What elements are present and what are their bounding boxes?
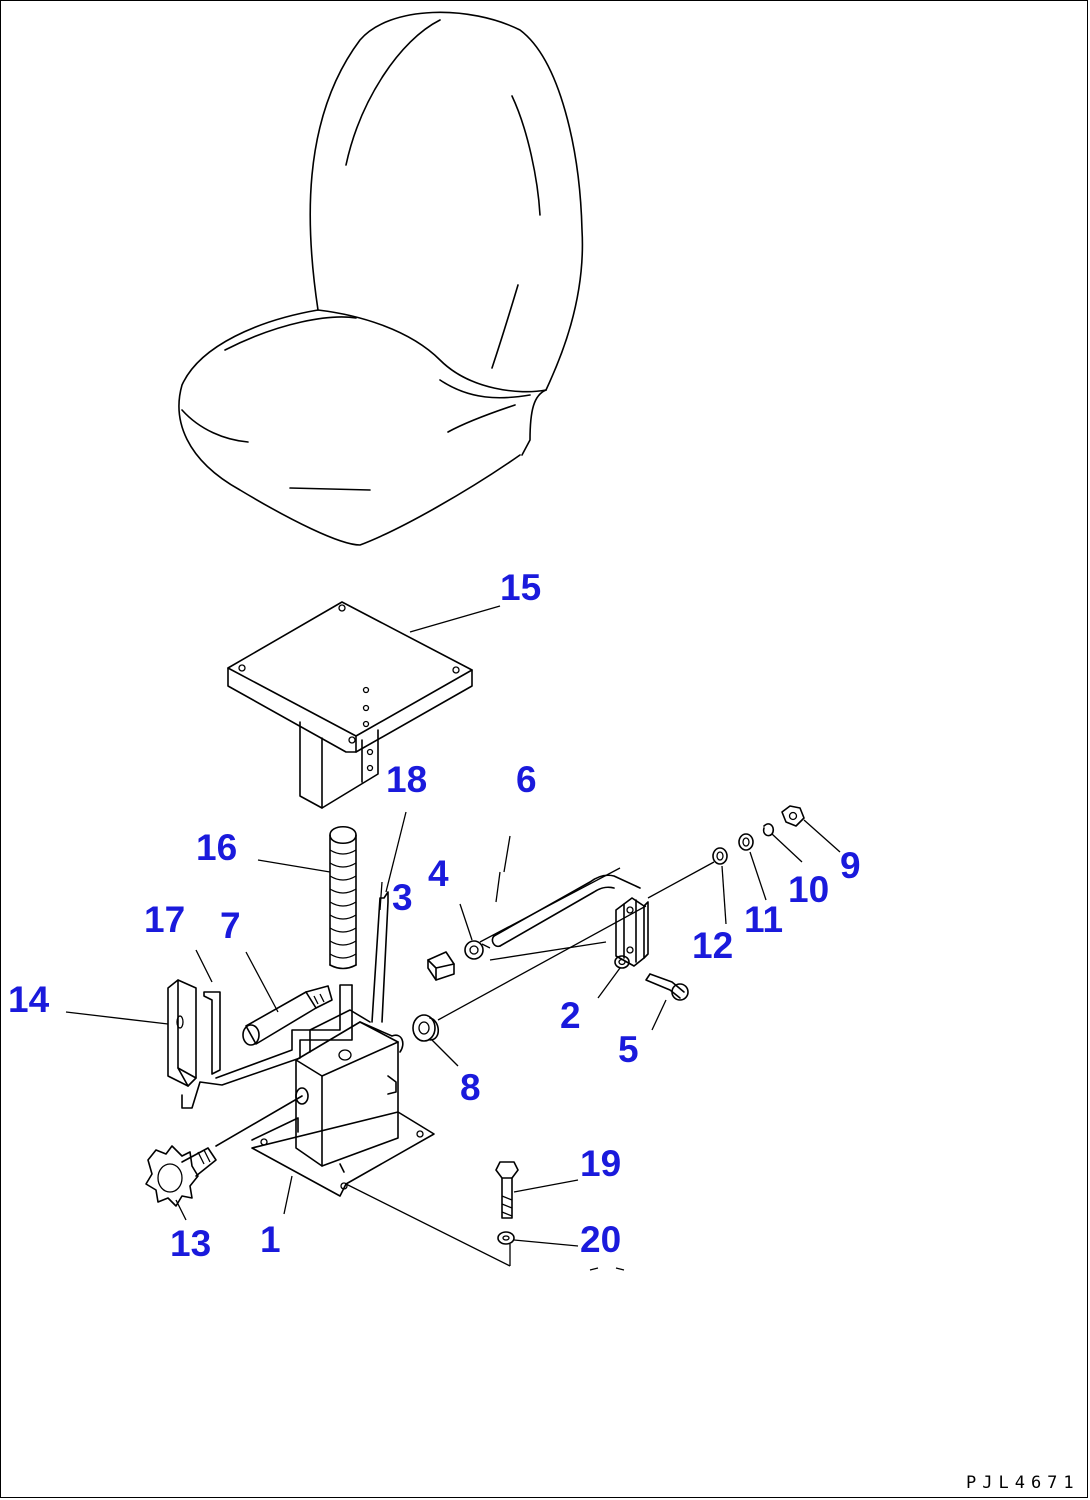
callouts: 1 2 3 4 5 6 7 8 9 10 11 12 13 14 15 16 1… — [8, 567, 861, 1264]
callout-7: 7 — [220, 905, 241, 946]
bracket-17 — [203, 991, 221, 1075]
seat-bracket — [227, 601, 473, 809]
callout-11: 11 — [744, 899, 783, 940]
callout-16: 16 — [196, 827, 237, 868]
callout-18: 18 — [386, 759, 427, 800]
bolt-19 — [495, 1161, 519, 1219]
drawing-code: PJL4671 — [966, 1473, 1080, 1493]
callout-5: 5 — [618, 1029, 639, 1070]
spring — [329, 825, 357, 970]
callout-17: 17 — [144, 899, 185, 940]
bolt-5 — [645, 973, 689, 1001]
wire-loop — [181, 984, 353, 1109]
seat-illustration — [178, 11, 584, 546]
callout-3: 3 — [392, 877, 413, 918]
nut-4 — [464, 940, 484, 960]
callout-20: 20 — [580, 1219, 621, 1260]
callout-15: 15 — [500, 567, 541, 608]
nut-9 — [781, 805, 805, 827]
callout-10: 10 — [788, 869, 829, 910]
rod-18 — [371, 891, 389, 1023]
snap-ring-10 — [762, 823, 775, 837]
washer-12 — [712, 847, 728, 865]
assembly-lines — [345, 861, 715, 1271]
slide-body — [251, 1009, 435, 1197]
washer-2 — [614, 955, 630, 969]
callout-8: 8 — [460, 1067, 481, 1108]
callout-9: 9 — [840, 845, 861, 886]
callout-14: 14 — [8, 979, 50, 1020]
pin-3 — [427, 951, 455, 981]
plate-14 — [167, 979, 197, 1087]
washer-8 — [412, 1014, 440, 1042]
callout-4: 4 — [428, 853, 449, 894]
callout-19: 19 — [580, 1143, 621, 1184]
callout-1: 1 — [260, 1219, 281, 1260]
callout-13: 13 — [170, 1223, 211, 1264]
callout-12: 12 — [692, 925, 733, 966]
lever-6 — [481, 874, 649, 967]
callout-6: 6 — [516, 759, 537, 800]
knob-13 — [145, 1095, 303, 1207]
leader-lines — [65, 605, 841, 1247]
washer-11 — [738, 833, 754, 851]
washer-20 — [497, 1231, 515, 1245]
callout-2: 2 — [560, 995, 581, 1036]
lever-7 — [242, 985, 333, 1046]
